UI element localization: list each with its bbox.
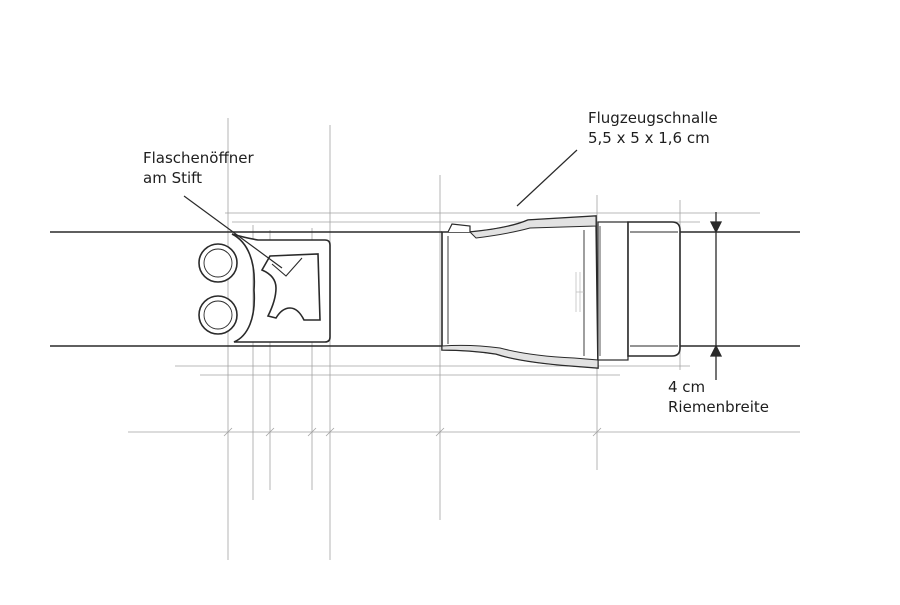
- buckle-side-plate: [597, 221, 629, 361]
- buckle-tab-top: [447, 223, 471, 233]
- tick-mark: [265, 427, 275, 437]
- buckle-end-clip: [627, 221, 681, 357]
- buckle-faint-engraving: [575, 272, 584, 312]
- leader-lines: [183, 149, 578, 269]
- bottle-opener-label: Flaschenöffner am Stift: [143, 148, 254, 188]
- airplane-buckle: [441, 215, 681, 369]
- opener-hole: [260, 253, 321, 321]
- label-line: am Stift: [143, 169, 203, 187]
- label-line: Riemenbreite: [668, 398, 770, 416]
- buckle-bottom-shade: [441, 344, 599, 369]
- tick-mark: [307, 427, 317, 437]
- buckle-label: Flugzeugschnalle 5,5 x 5 x 1,6 cm: [588, 108, 718, 148]
- label-line: 5,5 x 5 x 1,6 cm: [588, 129, 710, 147]
- belt-strap: [50, 231, 800, 347]
- buckle-top-shade: [468, 215, 597, 239]
- tick-mark: [435, 427, 445, 437]
- label-line: Flugzeugschnalle: [588, 109, 718, 127]
- label-line: 4 cm: [668, 378, 706, 396]
- width-dimension: [709, 212, 723, 380]
- tick-mark: [223, 427, 233, 437]
- leader-line-buckle: [516, 149, 578, 207]
- label-line: Flaschenöffner: [143, 149, 254, 167]
- tick-mark: [592, 427, 602, 437]
- pin-circle-bottom-inner: [203, 300, 233, 330]
- tick-mark: [325, 427, 335, 437]
- bottle-opener: [198, 233, 331, 343]
- strap-width-label: 4 cm Riemenbreite: [668, 377, 769, 417]
- dimension-arrow-top: [709, 221, 723, 234]
- leader-line-opener: [183, 195, 283, 269]
- pin-circle-top-inner: [203, 248, 233, 278]
- dimension-arrow-bottom: [709, 344, 723, 357]
- opener-hole-inner: [271, 257, 303, 277]
